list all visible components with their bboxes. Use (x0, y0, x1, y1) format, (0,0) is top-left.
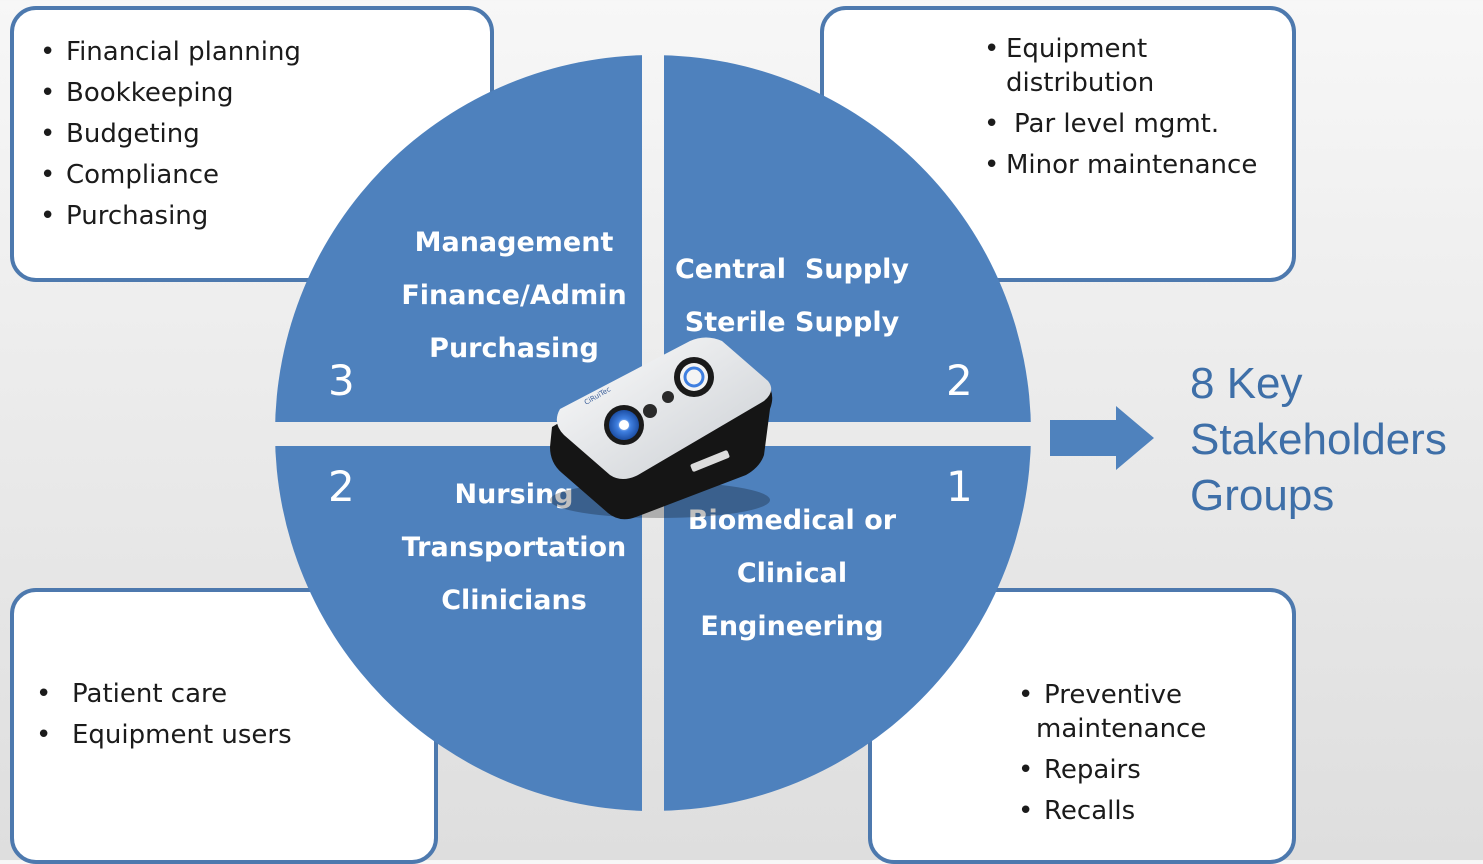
list-item: Financial planning (36, 32, 301, 73)
list-item-line: Equipment (1006, 34, 1148, 64)
list-item: Compliance (36, 155, 301, 196)
quadrant-top-right-label: Central Supply Sterile Supply (662, 243, 922, 349)
list-item: Par level mgmt. (984, 107, 1257, 141)
summary-line: Groups (1190, 471, 1335, 520)
list-item: Bookkeeping (36, 73, 301, 114)
right-arrow-icon (1050, 406, 1154, 470)
list-item: Minor maintenance (984, 148, 1257, 182)
list-item-line: Repairs (1044, 755, 1141, 785)
list-item-line: Par level mgmt. (1014, 109, 1220, 139)
quadrant-top-right-count: 2 (946, 356, 973, 405)
stakeholders-summary: 8 Key Stakeholders Groups (1190, 356, 1447, 524)
list-item: Repairs (1014, 753, 1206, 787)
label-line: Finance/Admin (401, 280, 627, 311)
summary-line: 8 Key (1190, 359, 1303, 408)
list-item: Equipment users (32, 715, 292, 756)
quadrant-bottom-right-label: Biomedical or Clinical Engineering (662, 494, 922, 653)
label-line: Clinicians (441, 585, 587, 616)
list-item-line: Recalls (1044, 796, 1136, 826)
quadrant-top-left-label: Management Finance/Admin Purchasing (384, 216, 644, 375)
label-line: Purchasing (429, 333, 599, 364)
list-item: Purchasing (36, 196, 301, 237)
top-left-list: Financial planning Bookkeeping Budgeting… (36, 32, 301, 237)
label-line: Biomedical or (687, 505, 897, 536)
list-item: Preventive maintenance (1014, 678, 1206, 746)
summary-line: Stakeholders (1190, 415, 1447, 464)
bottom-left-list: Patient care Equipment users (32, 674, 292, 756)
label-line: Central Supply (674, 254, 910, 285)
list-item: Patient care (32, 674, 292, 715)
label-line: Clinical (736, 558, 848, 589)
list-item: Recalls (1014, 794, 1206, 828)
list-item-line: Preventive (1044, 680, 1182, 710)
list-item-line: maintenance (1036, 714, 1207, 744)
label-line: Transportation (401, 532, 627, 563)
label-line: Sterile Supply (684, 307, 900, 338)
label-line: Engineering (700, 611, 884, 642)
list-item-line: distribution (1006, 68, 1155, 98)
list-item-line: Minor maintenance (1006, 150, 1258, 180)
tracking-device-image: CiRuiTec (550, 337, 773, 520)
list-item: Budgeting (36, 114, 301, 155)
bottom-right-box: Preventive maintenance Repairs Recalls (868, 588, 1296, 864)
quadrant-bottom-left-count: 2 (328, 462, 355, 511)
top-right-list: Equipment distribution Par level mgmt. M… (984, 32, 1257, 182)
label-line: Management (414, 227, 614, 258)
quadrant-bottom-left-label: Nursing Transportation Clinicians (384, 468, 644, 627)
quadrant-bottom-right-count: 1 (946, 462, 973, 511)
bottom-right-list: Preventive maintenance Repairs Recalls (1014, 678, 1206, 828)
list-item: Equipment distribution (984, 32, 1257, 100)
quadrant-top-left-count: 3 (328, 356, 355, 405)
label-line: Nursing (454, 479, 574, 510)
